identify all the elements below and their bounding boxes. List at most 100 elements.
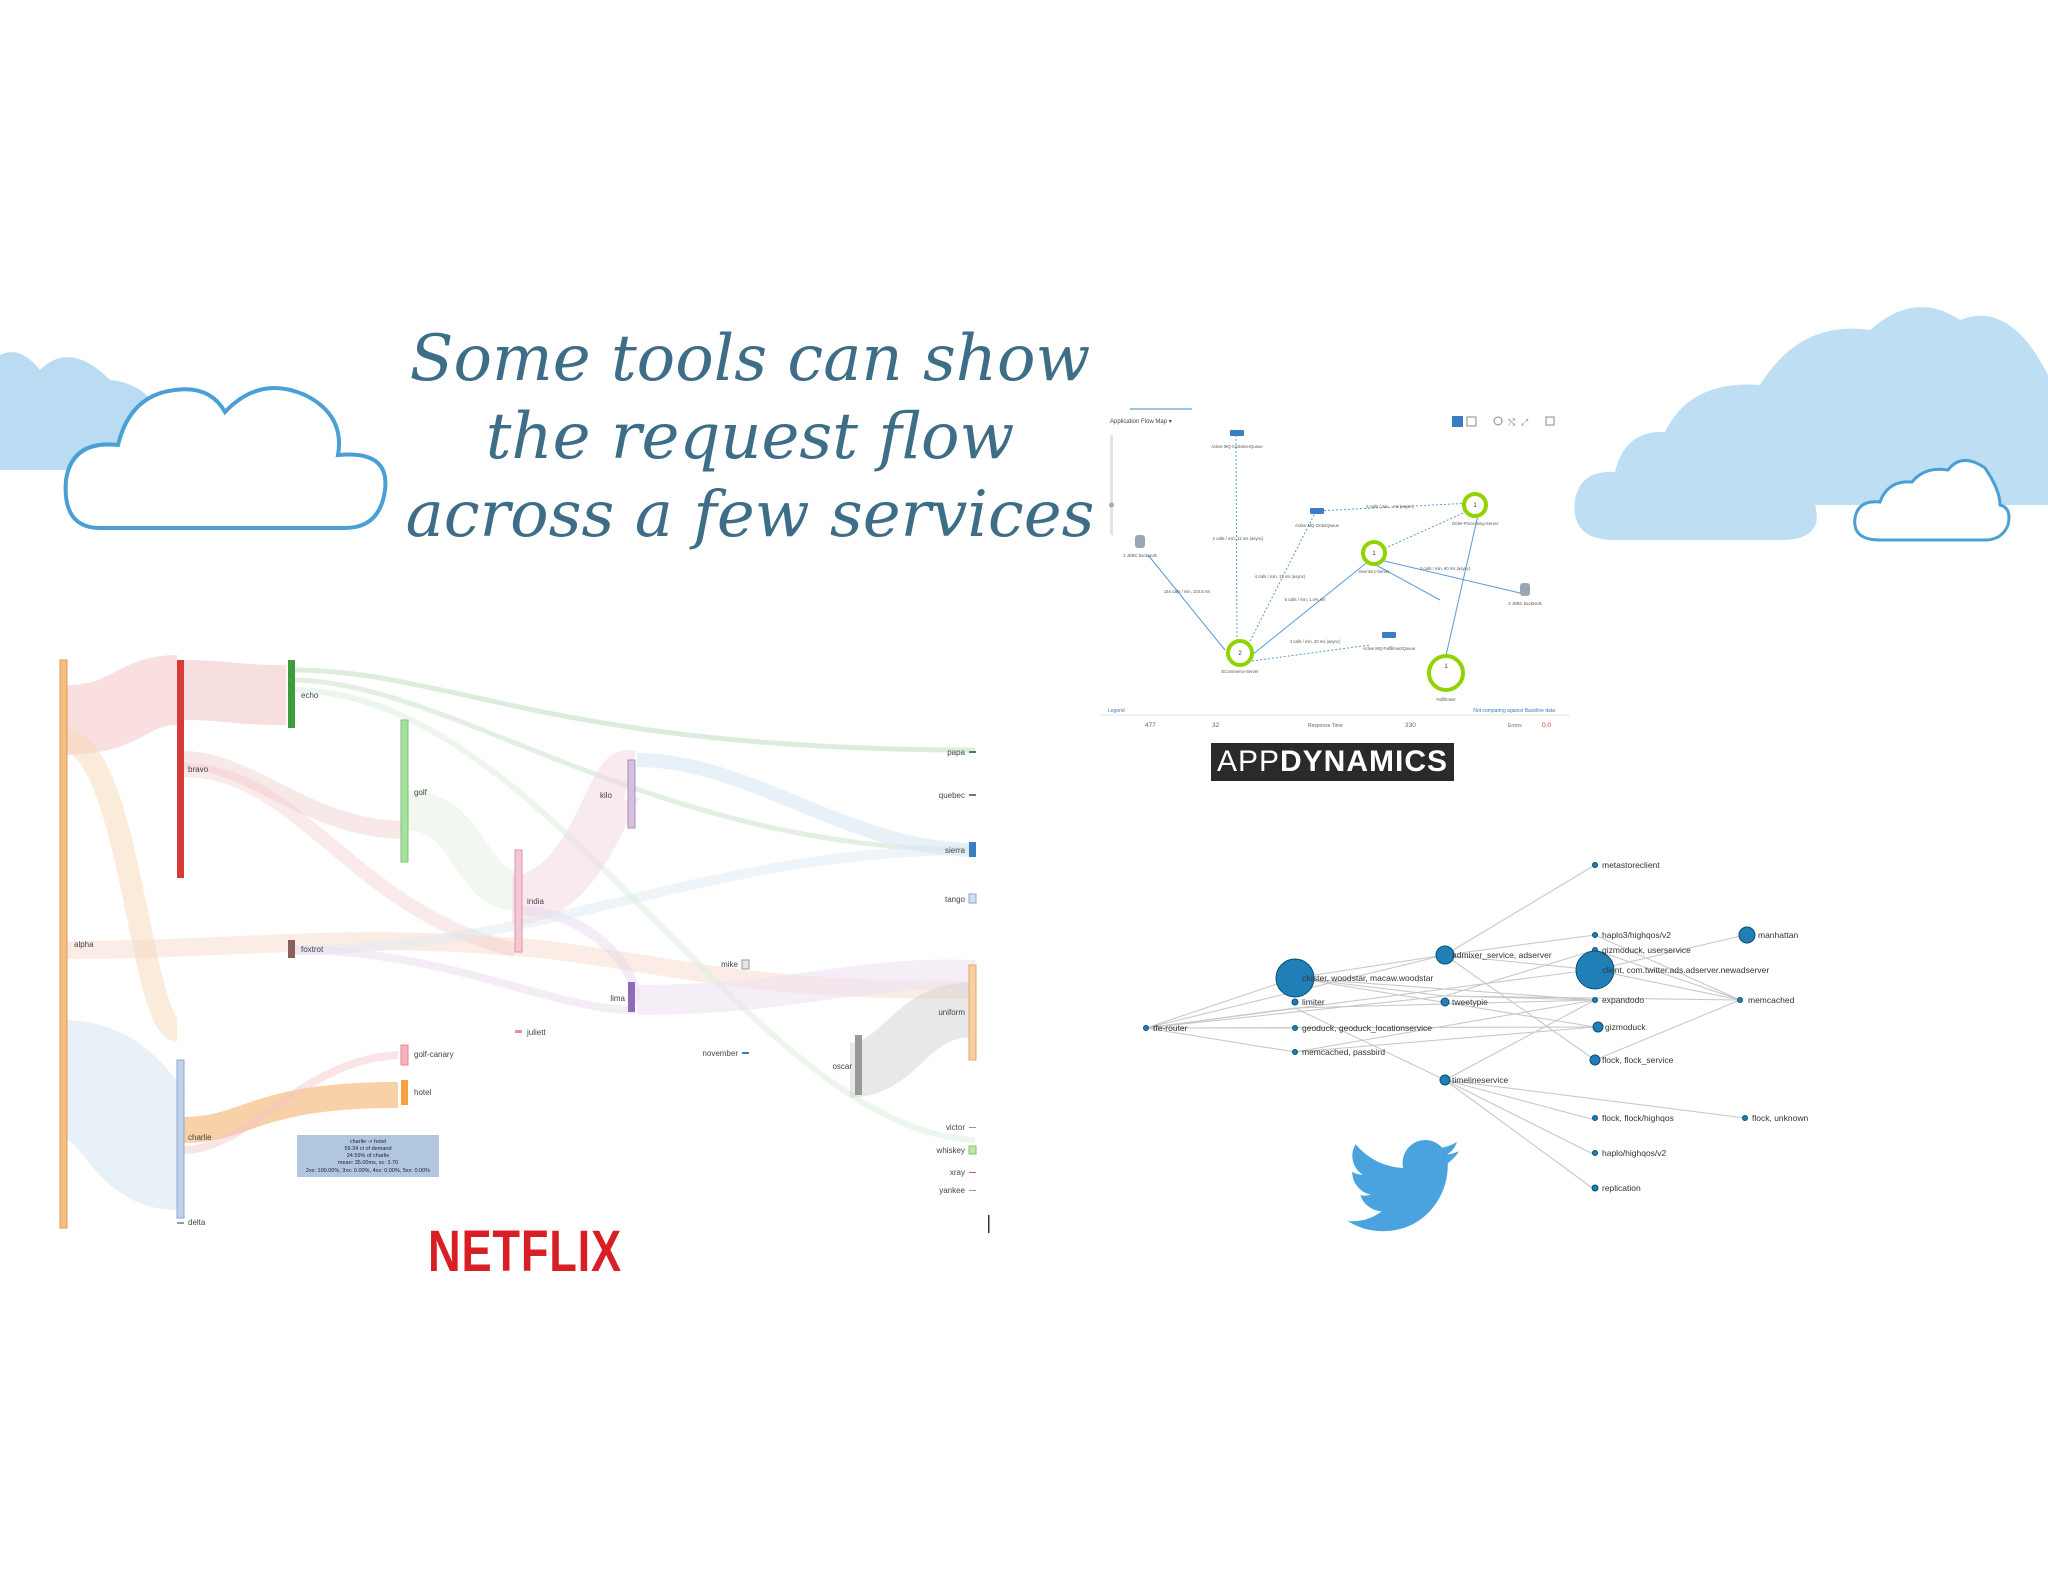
sankey-node-lima[interactable] (628, 982, 635, 1012)
node-flock-service[interactable] (1589, 1054, 1601, 1066)
flow-map-header[interactable]: Application Flow Map ▾ (1110, 419, 1172, 425)
sankey-node-sierra[interactable] (969, 842, 976, 857)
label-haplo3: haplo3/highqos/v2 (1602, 930, 1671, 940)
tier-node-inventory-server[interactable] (1361, 540, 1387, 566)
tier-node-ecommerce-server[interactable] (1226, 639, 1254, 667)
sankey-node-xray[interactable] (969, 1172, 976, 1173)
sankey-node-hotel[interactable] (401, 1080, 408, 1105)
node-replication[interactable] (1591, 1184, 1599, 1192)
node-tweetypie[interactable] (1440, 997, 1450, 1007)
node-woodstar[interactable] (1275, 958, 1315, 998)
node-timelineservice[interactable] (1439, 1074, 1451, 1086)
queue-icon[interactable] (1310, 508, 1324, 514)
label-flock-highqos: flock, flock/highqos (1602, 1113, 1674, 1123)
sankey-node-papa[interactable] (969, 751, 976, 753)
node-limiter[interactable] (1291, 998, 1299, 1006)
svg-text:3 calls / min, 60 ms (async): 3 calls / min, 60 ms (async) (1420, 566, 1471, 571)
grid-icon[interactable] (1466, 416, 1477, 427)
sankey-node-yankee[interactable] (969, 1190, 976, 1191)
tier-node-order-server[interactable] (1462, 492, 1488, 518)
label-mike: mike (721, 960, 738, 969)
svg-text:154 calls / min, 103.5 ms: 154 calls / min, 103.5 ms (1164, 589, 1210, 594)
node-manhattan[interactable] (1738, 926, 1756, 944)
label-alpha: alpha (74, 940, 94, 949)
appdynamics-flow-map: Application Flow Map ▾ ⤭ ⤢ 2 calls / min… (1100, 405, 1570, 730)
cloud-outline-left-icon (63, 386, 388, 530)
label-tweetypie: tweetypie (1452, 997, 1488, 1007)
node-flock-highqos[interactable] (1592, 1115, 1598, 1121)
label-uniform: uniform (938, 1008, 965, 1017)
node-haplo3[interactable] (1592, 932, 1598, 938)
label-oscar: oscar (832, 1062, 852, 1071)
layout-icon[interactable] (1452, 416, 1463, 427)
label-golf: golf (414, 788, 428, 797)
sankey-node-uniform[interactable] (968, 964, 977, 1061)
appdynamics-logo: APPDYNAMICS (1211, 743, 1454, 781)
label-gizmoduck: gizmoduck (1605, 1022, 1646, 1032)
sankey-node-bravo[interactable] (177, 660, 184, 878)
label-papa: papa (947, 748, 965, 757)
sankey-node-whiskey[interactable] (968, 1145, 977, 1155)
label-manhattan: manhattan (1758, 930, 1798, 940)
node-memcached-passbird[interactable] (1292, 1049, 1298, 1055)
svg-text:2 JDBC backends: 2 JDBC backends (1508, 601, 1542, 606)
netflix-sankey-diagram: alpha bravo charlie delta echo foxtrot g… (58, 655, 990, 1233)
svg-text:Fulfillment: Fulfillment (1436, 697, 1456, 702)
sankey-node-echo[interactable] (288, 660, 295, 728)
sankey-links (58, 655, 976, 1210)
sankey-node-charlie[interactable] (176, 1059, 185, 1219)
database-icon[interactable] (1135, 535, 1145, 548)
sankey-node-delta[interactable] (177, 1222, 184, 1224)
svg-text:330: 330 (1405, 722, 1416, 729)
node-flock-unknown[interactable] (1742, 1115, 1748, 1121)
svg-text:4 calls / min, 13 ms (async): 4 calls / min, 13 ms (async) (1255, 574, 1306, 579)
svg-text:Response Time: Response Time (1308, 723, 1343, 729)
node-admixer[interactable] (1435, 945, 1455, 965)
sankey-node-quebec[interactable] (969, 794, 976, 796)
svg-text:Errors: Errors (1508, 723, 1522, 729)
node-adserver[interactable] (1575, 950, 1615, 990)
zoom-slider-handle[interactable] (1109, 502, 1114, 508)
node-geoduck[interactable] (1292, 1025, 1298, 1031)
sankey-node-kilo[interactable] (627, 759, 636, 829)
legend-link[interactable]: Legend (1108, 708, 1125, 714)
label-metastoreclient: metastoreclient (1602, 860, 1660, 870)
sankey-node-foxtrot[interactable] (288, 940, 295, 958)
sankey-node-golf[interactable] (400, 719, 409, 863)
database-icon[interactable] (1520, 583, 1530, 596)
baseline-note[interactable]: Not comparing against Baseline data (1473, 708, 1555, 714)
shuffle-icon[interactable]: ⤭ (1508, 417, 1515, 427)
svg-text:6 calls / min, - ms (async): 6 calls / min, - ms (async) (1366, 504, 1414, 509)
label-replication: replication (1602, 1183, 1641, 1193)
node-tfe-router[interactable] (1143, 1025, 1149, 1031)
sankey-node-tango[interactable] (968, 893, 977, 904)
label-india: india (527, 897, 544, 906)
svg-text:32: 32 (1212, 722, 1220, 729)
settings-icon[interactable] (1493, 416, 1503, 426)
label-kilo: kilo (600, 791, 613, 800)
node-gizmoduck[interactable] (1592, 1021, 1604, 1033)
sankey-node-india[interactable] (514, 849, 523, 953)
label-charlie: charlie (188, 1133, 212, 1142)
label-sierra: sierra (945, 846, 966, 855)
window-icon[interactable] (1545, 416, 1555, 426)
node-memcached[interactable] (1737, 997, 1743, 1003)
tier-node-fulfillment[interactable] (1427, 654, 1465, 692)
queue-icon[interactable] (1382, 632, 1396, 638)
sankey-node-november[interactable] (742, 1052, 749, 1054)
sankey-node-mike[interactable] (741, 959, 750, 970)
node-expandodo[interactable] (1592, 997, 1598, 1003)
flow-edge-labels: 2 calls / min, 12 ms (async) 4 calls / m… (1164, 504, 1471, 644)
zoom-slider[interactable] (1110, 435, 1113, 535)
title-line-1: Some tools can show (409, 322, 1091, 396)
sankey-node-golf-canary[interactable] (400, 1044, 409, 1066)
sankey-node-alpha[interactable] (59, 659, 68, 1229)
sankey-node-juliett[interactable] (515, 1030, 522, 1033)
sankey-node-oscar[interactable] (855, 1035, 862, 1095)
queue-icon[interactable] (1230, 430, 1244, 436)
node-haplo-v2[interactable] (1592, 1150, 1598, 1156)
node-metastoreclient[interactable] (1592, 862, 1598, 868)
sankey-node-victor[interactable] (969, 1127, 976, 1128)
expand-icon[interactable]: ⤢ (1520, 417, 1528, 427)
svg-text:2 calls / min, 12 ms (async): 2 calls / min, 12 ms (async) (1213, 536, 1264, 541)
